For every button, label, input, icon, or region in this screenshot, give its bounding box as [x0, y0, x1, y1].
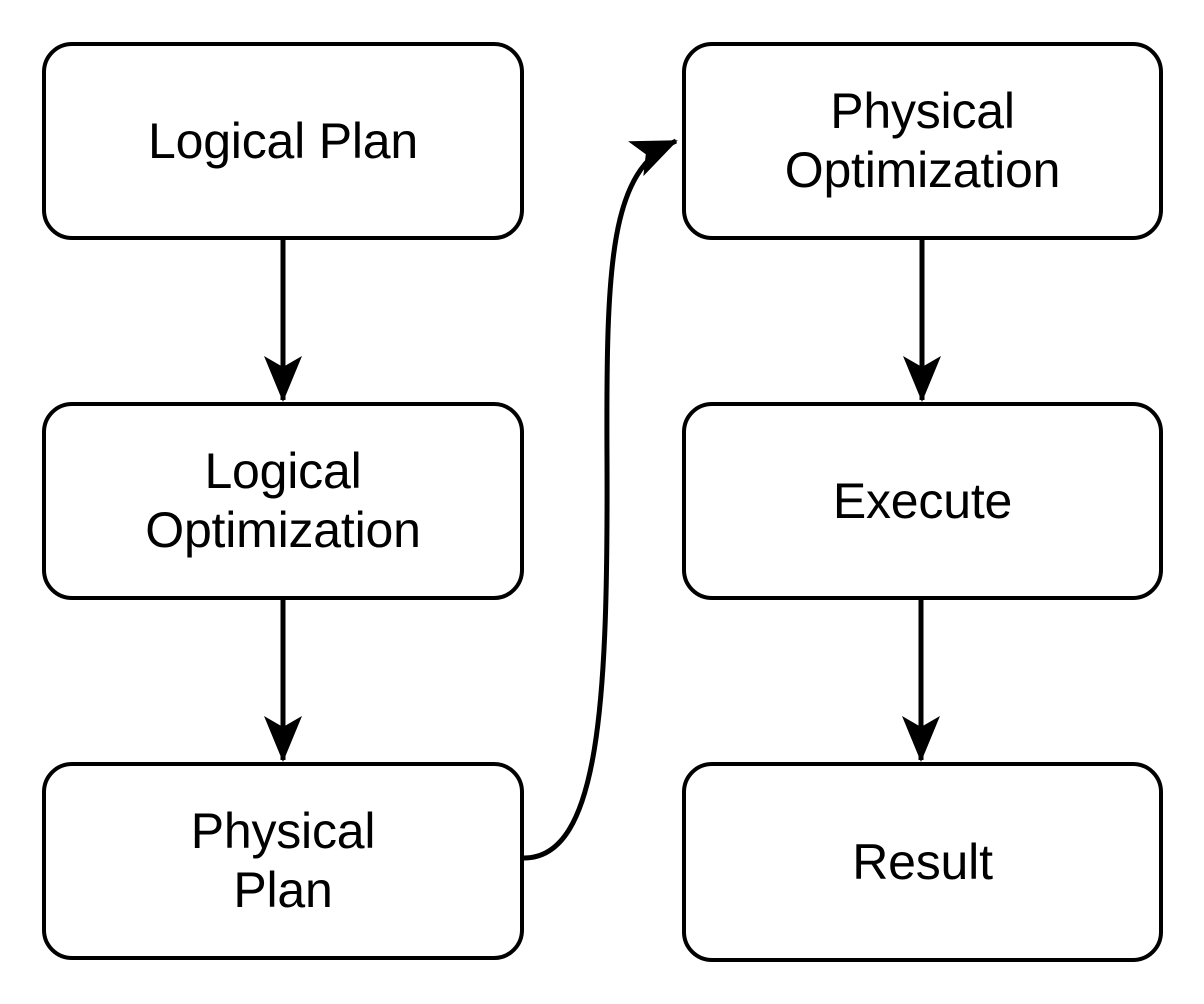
node-physical-plan[interactable]: Physical Plan: [42, 762, 524, 960]
node-logical-optimization[interactable]: Logical Optimization: [42, 402, 524, 600]
node-result[interactable]: Result: [682, 762, 1163, 962]
node-logical-plan-label: Logical Plan: [147, 112, 418, 169]
node-result-label: Result: [852, 833, 993, 890]
node-physical-optimization-label: Physical Optimization: [784, 83, 1061, 198]
edge-physical-plan-to-physical-optimization: [523, 138, 678, 861]
node-logical-optimization-label: Logical Optimization: [145, 443, 421, 558]
node-logical-plan[interactable]: Logical Plan: [42, 42, 524, 240]
node-physical-plan-label: Physical Plan: [190, 803, 376, 918]
node-execute-label: Execute: [832, 472, 1013, 529]
node-physical-optimization[interactable]: Physical Optimization: [682, 42, 1163, 240]
node-execute[interactable]: Execute: [682, 402, 1163, 600]
